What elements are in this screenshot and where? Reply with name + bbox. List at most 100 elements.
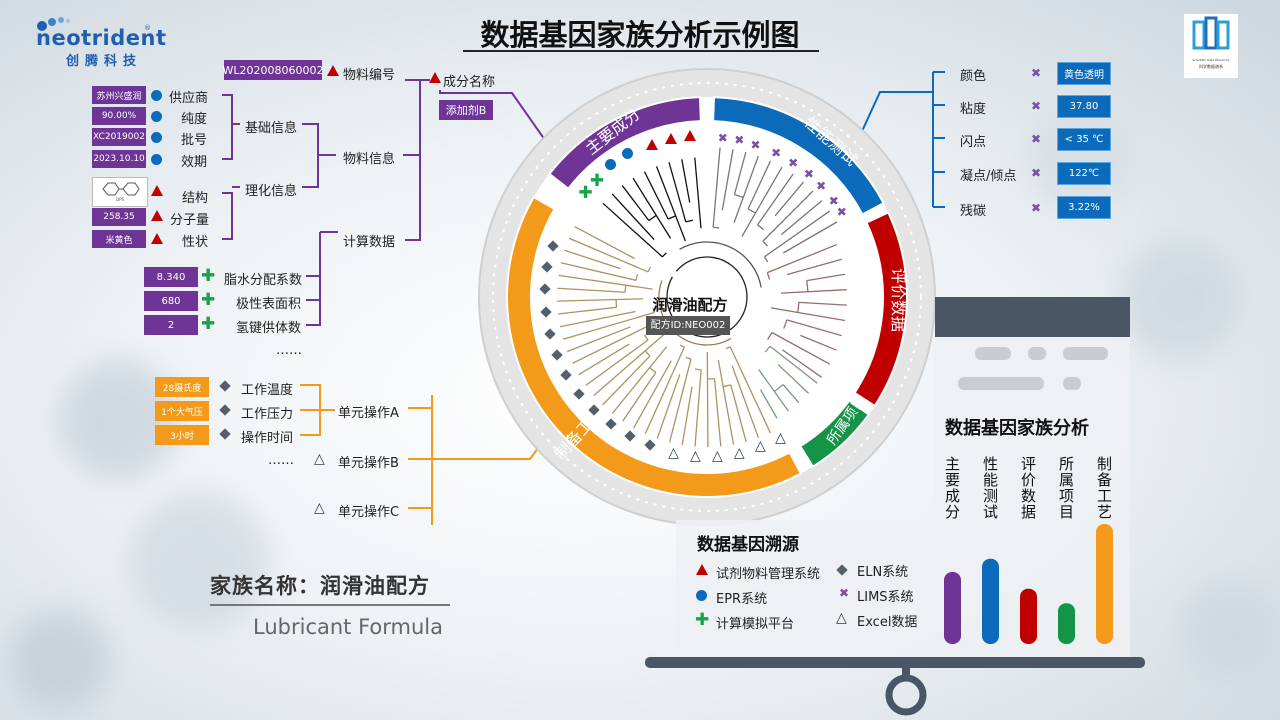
material-code-label: 物料编号 bbox=[343, 68, 396, 83]
circle-icon bbox=[151, 132, 162, 143]
triangle-icon bbox=[696, 564, 708, 575]
tree-branch bbox=[731, 365, 760, 439]
expiry-value: 2023.10.10 bbox=[92, 150, 146, 168]
tree-arc bbox=[679, 344, 685, 348]
appearance-value: 米黄色 bbox=[92, 230, 146, 248]
tree-arc bbox=[652, 307, 655, 313]
tree-branch bbox=[558, 274, 653, 290]
psa-label: 极性表面积 bbox=[236, 297, 302, 312]
unit-c-label: 单元操作C bbox=[338, 505, 400, 520]
cross-icon: ✖ bbox=[717, 130, 728, 145]
tree-arc bbox=[679, 241, 762, 288]
open-triangle-icon: △ bbox=[733, 444, 745, 461]
sdh-logo-subtext: 科学数据谱系 bbox=[1199, 64, 1223, 69]
logo-subtitle: 创腾科技 bbox=[66, 54, 143, 69]
tree-branch bbox=[770, 307, 846, 322]
perf-carbon-label: 残碳 bbox=[960, 204, 987, 219]
tree-branch bbox=[602, 202, 663, 258]
triangle-icon bbox=[151, 233, 163, 244]
tree-branch bbox=[585, 339, 649, 386]
tree-arc bbox=[661, 252, 667, 258]
unit-a-label: 单元操作A bbox=[338, 406, 399, 421]
supplier-value: 苏州兴盛润 bbox=[92, 86, 146, 104]
triangle-icon bbox=[645, 138, 658, 150]
tree-branch bbox=[782, 384, 800, 404]
perf-color-value: 黄色透明 bbox=[1057, 62, 1111, 85]
tree-branch bbox=[786, 258, 842, 276]
triangle-icon bbox=[151, 210, 163, 221]
tree-arc bbox=[783, 319, 788, 329]
legend-epr-label: EPR系统 bbox=[716, 592, 768, 607]
physchem-group: 理化信息 bbox=[245, 184, 298, 199]
tree-arc bbox=[685, 356, 692, 360]
tree-arc bbox=[666, 256, 748, 338]
triangle-icon bbox=[664, 133, 677, 145]
cross-icon: ✖ bbox=[1031, 201, 1042, 215]
ring-segment bbox=[506, 195, 803, 498]
plus-icon: ✚ bbox=[589, 170, 605, 191]
circle-icon bbox=[605, 159, 617, 171]
structure-image: DPS bbox=[92, 177, 148, 207]
perf-pour-value: 122℃ bbox=[1057, 162, 1111, 185]
cross-icon: ✖ bbox=[836, 205, 847, 220]
expiry-label: 效期 bbox=[181, 155, 208, 170]
tree-branch bbox=[681, 159, 691, 203]
center-name: 润滑油配方 bbox=[652, 296, 728, 314]
tree-branch bbox=[621, 185, 650, 221]
tree-branch bbox=[593, 332, 666, 396]
tree-branch bbox=[694, 369, 702, 447]
perf-pour-label: 凝点/倾点 bbox=[960, 169, 1017, 184]
tree-branch bbox=[777, 363, 809, 394]
tree-arc bbox=[763, 256, 769, 263]
sdh-logo: Scientific Data Hierarchy 科学数据谱系 bbox=[1184, 14, 1238, 78]
tree-branch bbox=[557, 306, 617, 315]
structure-caption: DPS bbox=[115, 197, 125, 202]
logo-registered-mark: ® bbox=[144, 24, 151, 32]
purity-label: 纯度 bbox=[181, 112, 208, 127]
page-title: 数据基因家族分析示例图 bbox=[480, 18, 800, 52]
bar-3 bbox=[1058, 603, 1075, 644]
tree-branch bbox=[655, 166, 686, 242]
tree-arc bbox=[764, 345, 771, 353]
tree-branch bbox=[572, 324, 650, 364]
tree-branch bbox=[656, 374, 681, 439]
ring-segment bbox=[853, 211, 908, 408]
tree-arc bbox=[643, 334, 649, 341]
perf-flash-label: 闪点 bbox=[960, 135, 987, 150]
triangle-icon bbox=[151, 185, 163, 196]
plus-icon: ✚ bbox=[578, 183, 593, 204]
duration-value: 3小时 bbox=[155, 425, 209, 445]
bar-0 bbox=[944, 572, 961, 644]
tree-arc bbox=[762, 240, 769, 247]
hbd-value: 2 bbox=[144, 315, 198, 335]
tree-branch bbox=[668, 162, 687, 223]
title-underline bbox=[463, 50, 819, 52]
cross-icon: ✖ bbox=[839, 586, 850, 600]
tree-branch bbox=[786, 319, 842, 337]
tree-arc bbox=[766, 272, 771, 280]
tree-arc bbox=[694, 368, 702, 371]
tree-arc bbox=[757, 224, 764, 231]
bar-label: 主 要 成 分 bbox=[944, 455, 960, 521]
open-triangle-icon: △ bbox=[712, 447, 723, 464]
tree-branch bbox=[781, 349, 823, 378]
molecule-icon bbox=[102, 182, 140, 196]
tree-branch bbox=[568, 237, 649, 273]
tree-branch bbox=[730, 384, 747, 442]
perf-viscosity-label: 粘度 bbox=[960, 102, 987, 117]
open-triangle-icon: △ bbox=[314, 500, 325, 516]
cross-icon: ✖ bbox=[734, 133, 745, 148]
tree-arc bbox=[713, 226, 720, 229]
legend-panel bbox=[676, 520, 935, 657]
cross-icon: ✖ bbox=[828, 193, 839, 208]
tree-branch bbox=[758, 369, 789, 412]
sdh-logo-text: Scientific Data Hierarchy bbox=[1192, 58, 1230, 62]
legend-title: 数据基因溯源 bbox=[697, 535, 799, 555]
temperature-label: 工作温度 bbox=[241, 383, 294, 398]
tree-branch bbox=[774, 181, 804, 217]
cross-icon: ✖ bbox=[750, 137, 761, 152]
tree-branch bbox=[681, 386, 693, 446]
tree-branch bbox=[780, 289, 847, 294]
tree-branch bbox=[717, 359, 735, 445]
bar-1 bbox=[982, 558, 999, 644]
